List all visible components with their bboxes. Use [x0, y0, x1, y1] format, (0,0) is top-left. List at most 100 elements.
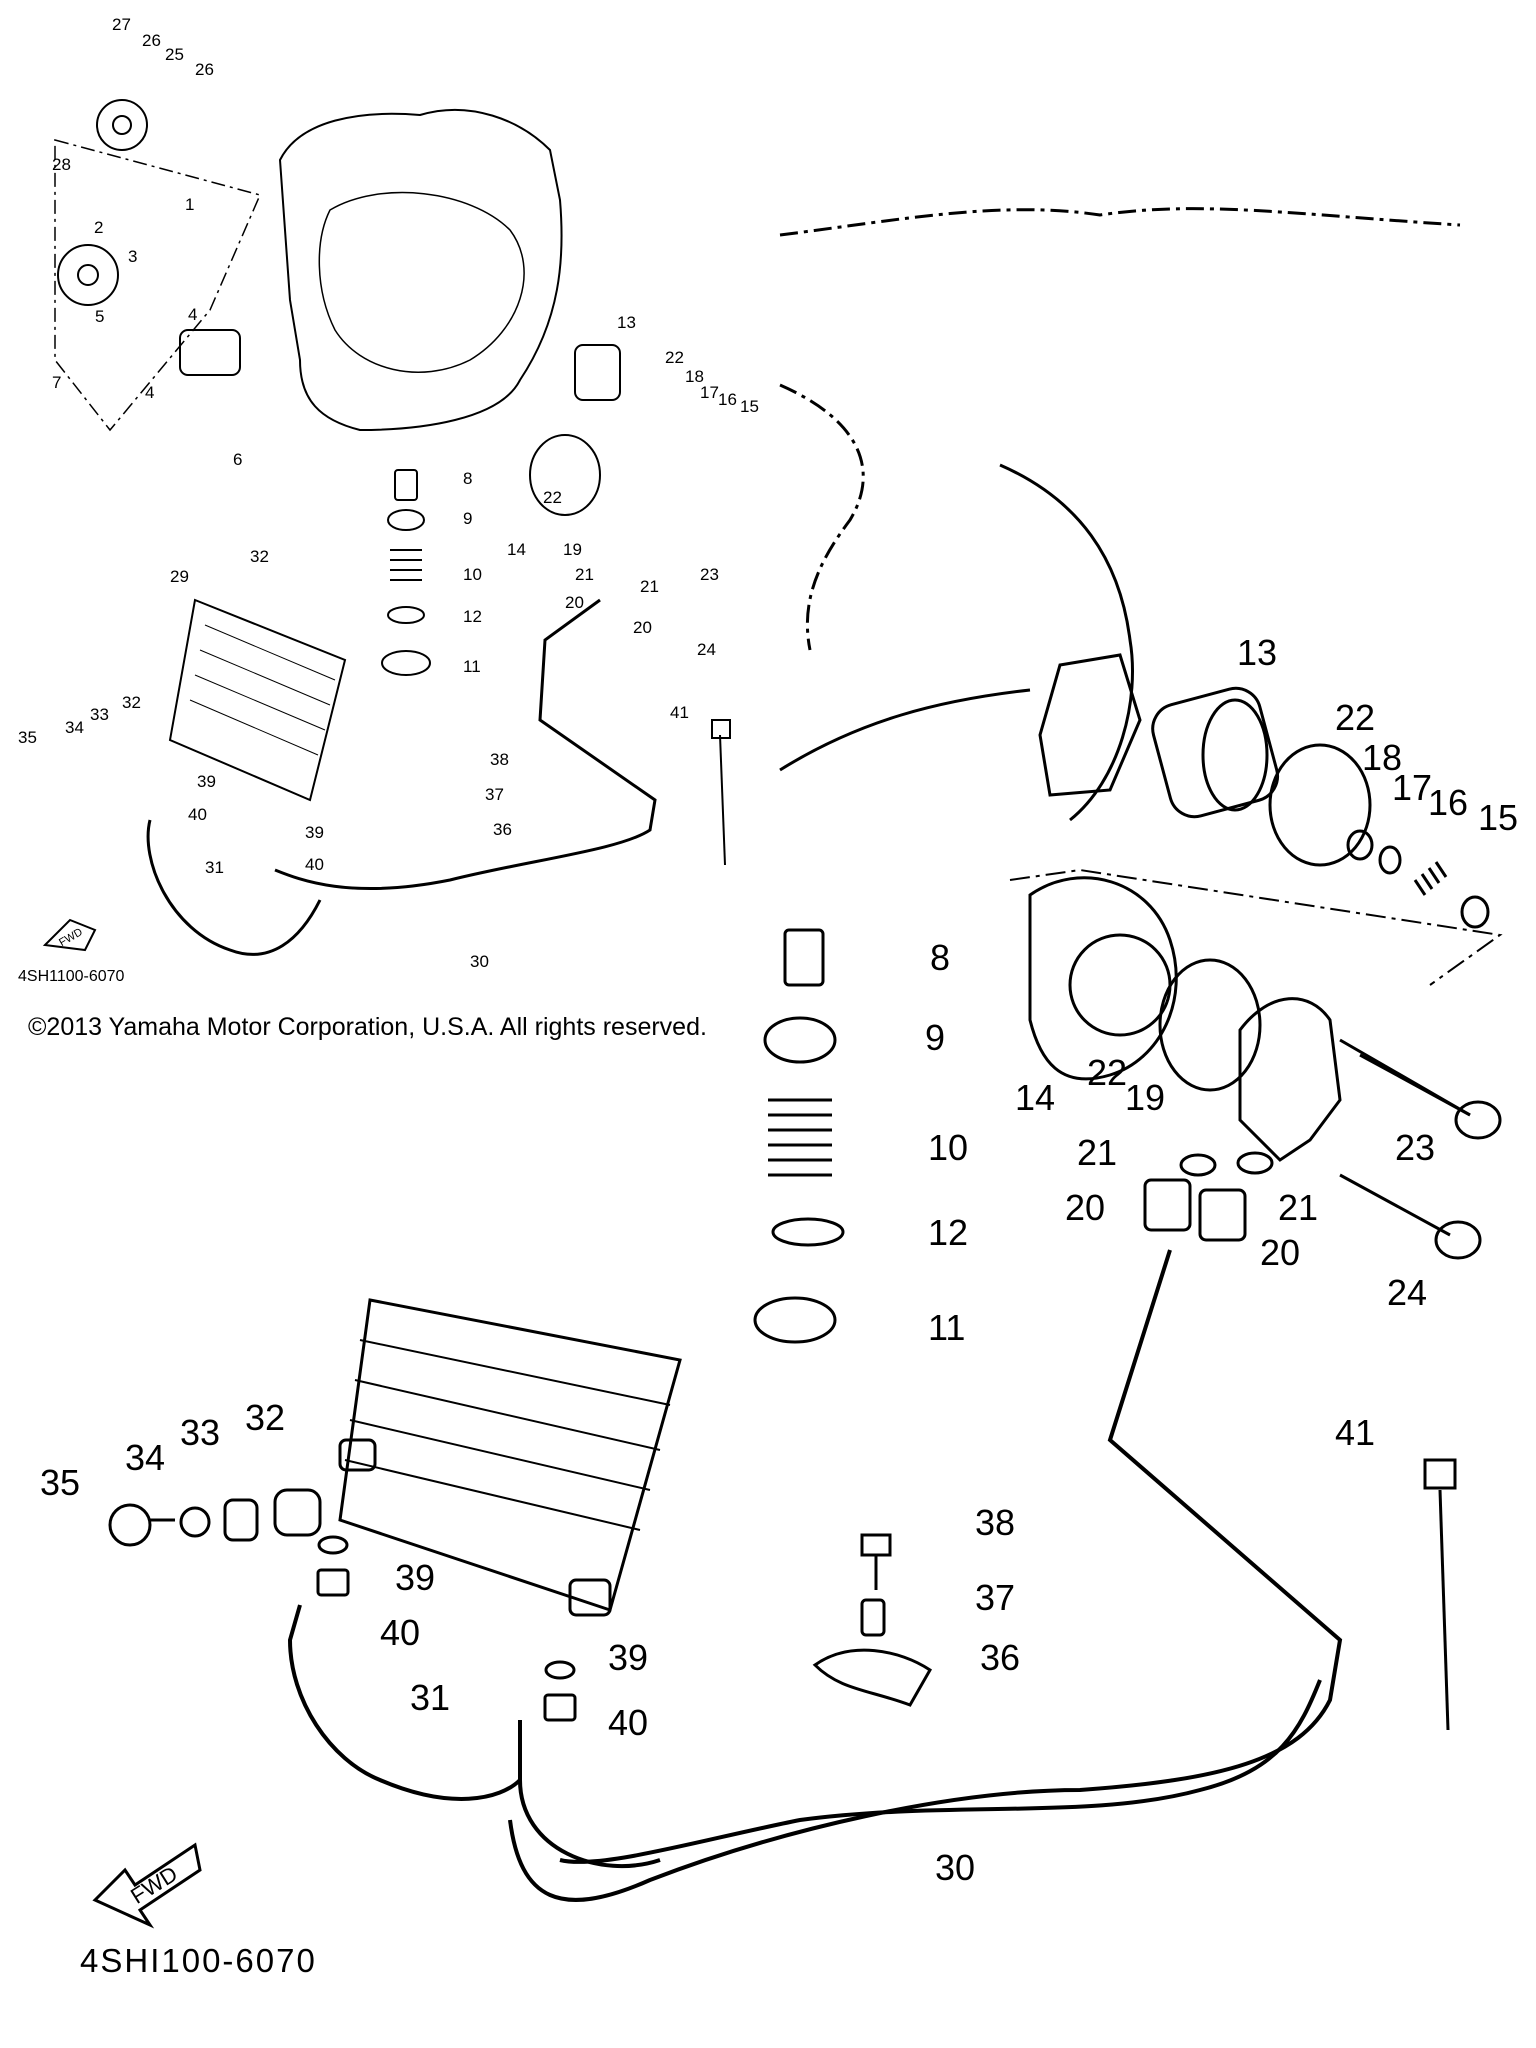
label-13: 13: [1237, 632, 1277, 673]
o-ring-22b-detail: [1158, 958, 1262, 1092]
label-19s: 19: [563, 540, 582, 559]
ball-15-detail: [1460, 895, 1490, 929]
label-40as: 40: [188, 805, 207, 824]
label-20b: 20: [1260, 1232, 1300, 1273]
label-32: 32: [245, 1397, 285, 1438]
label-22a: 22: [1335, 697, 1375, 738]
label-21as: 21: [575, 565, 594, 584]
label-32bs: 32: [122, 693, 141, 712]
washer-17-detail: [1378, 845, 1402, 875]
collar-37-detail: [860, 1598, 886, 1637]
label-14s: 14: [507, 540, 526, 559]
label-25: 25: [165, 45, 184, 64]
hose-31-small: [146, 819, 322, 956]
label-39bs: 39: [305, 823, 324, 842]
crankcase-detail-outline: [779, 207, 1461, 237]
fwd-arrow-detail: [92, 1842, 202, 1929]
label-15s: 15: [740, 397, 759, 416]
label-20bs: 20: [633, 618, 652, 637]
label-24s: 24: [697, 640, 716, 659]
o-ring-12-detail: [771, 1217, 845, 1247]
label-2: 2: [94, 218, 103, 237]
gasket-detail: [1038, 653, 1142, 797]
crankcase-outline: [278, 108, 563, 432]
washer-34-detail: [179, 1506, 211, 1538]
label-17: 17: [1392, 767, 1432, 808]
crankcase-inner: [318, 191, 525, 373]
label-18: 18: [1362, 737, 1402, 778]
label-17s: 17: [700, 383, 719, 402]
label-8s: 8: [463, 469, 472, 488]
gear-28-shape: [96, 99, 148, 151]
label-19: 19: [1125, 1077, 1165, 1118]
label-37s: 37: [485, 785, 504, 804]
label-21b: 21: [1278, 1187, 1318, 1228]
label-12: 12: [928, 1212, 968, 1253]
label-13s: 13: [617, 313, 636, 332]
label-40bs: 40: [305, 855, 324, 874]
bolt-35-detail: [108, 1503, 152, 1547]
hose-30-small: [274, 598, 657, 891]
label-11: 11: [928, 1307, 965, 1348]
collar-33-detail: [223, 1498, 259, 1542]
label-16: 16: [1428, 782, 1468, 823]
pump-housing-shape: [179, 329, 241, 376]
label-1: 1: [185, 195, 194, 214]
label-12s: 12: [463, 607, 482, 626]
overview-diagram: [42, 99, 731, 956]
strainer-13-small: [574, 344, 621, 401]
detail-diagram: [92, 207, 1503, 1929]
label-9: 9: [925, 1017, 945, 1058]
label-10: 10: [928, 1127, 968, 1168]
label-21bs: 21: [640, 577, 659, 596]
washer-21a-detail: [1179, 1153, 1217, 1177]
label-28: 28: [52, 155, 71, 174]
fitting-20b-detail: [1198, 1188, 1247, 1242]
label-33s: 33: [90, 705, 109, 724]
cable-tie-41-detail: [1423, 1458, 1457, 1490]
label-40a: 40: [380, 1612, 420, 1653]
label-22b: 22: [1087, 1052, 1127, 1093]
label-8: 8: [930, 937, 950, 978]
label-30: 30: [935, 1847, 975, 1888]
label-27: 27: [112, 15, 131, 34]
label-30s: 30: [470, 952, 489, 971]
label-35s: 35: [18, 728, 37, 747]
washer-9-detail: [763, 1016, 837, 1064]
fwd-arrow-small: [42, 918, 97, 952]
label-32as: 32: [250, 547, 269, 566]
filter-cover-14-detail: [1028, 876, 1178, 1081]
diagram-code-small: 4SH1100-6070: [18, 968, 125, 985]
label-15: 15: [1478, 797, 1518, 838]
label-18s: 18: [685, 367, 704, 386]
label-24: 24: [1387, 1272, 1427, 1313]
label-20as: 20: [565, 593, 584, 612]
label-4b: 4: [145, 383, 154, 402]
label-31s: 31: [205, 858, 224, 877]
label-7: 7: [52, 373, 61, 392]
label-4a: 4: [188, 305, 197, 324]
label-9s: 9: [463, 509, 472, 528]
hose-30-detail: [508, 1249, 1343, 1902]
label-38: 38: [975, 1502, 1015, 1543]
clip-18-detail: [1346, 829, 1374, 861]
label-22as: 22: [665, 348, 684, 367]
plug-8-detail: [783, 928, 825, 987]
label-36: 36: [980, 1637, 1020, 1678]
label-14: 14: [1015, 1077, 1055, 1118]
o-ring-22a-detail: [1268, 743, 1372, 867]
label-11s: 11: [463, 657, 481, 676]
label-41s: 41: [670, 703, 689, 722]
cap-11-detail: [753, 1296, 837, 1344]
label-36s: 36: [493, 820, 512, 839]
overview-labels: 27 26 25 26 28 1 2 3 4 5 4 7 6 13 22 18 …: [18, 15, 759, 971]
label-20a: 20: [1065, 1187, 1105, 1228]
label-29s: 29: [170, 567, 189, 586]
label-40b: 40: [608, 1702, 648, 1743]
spring-16-detail: [1413, 861, 1448, 896]
label-26b: 26: [195, 60, 214, 79]
copyright-notice: ©2013 Yamaha Motor Corporation, U.S.A. A…: [28, 1013, 707, 1041]
label-31: 31: [410, 1677, 450, 1718]
grommet-32-detail: [273, 1488, 322, 1537]
